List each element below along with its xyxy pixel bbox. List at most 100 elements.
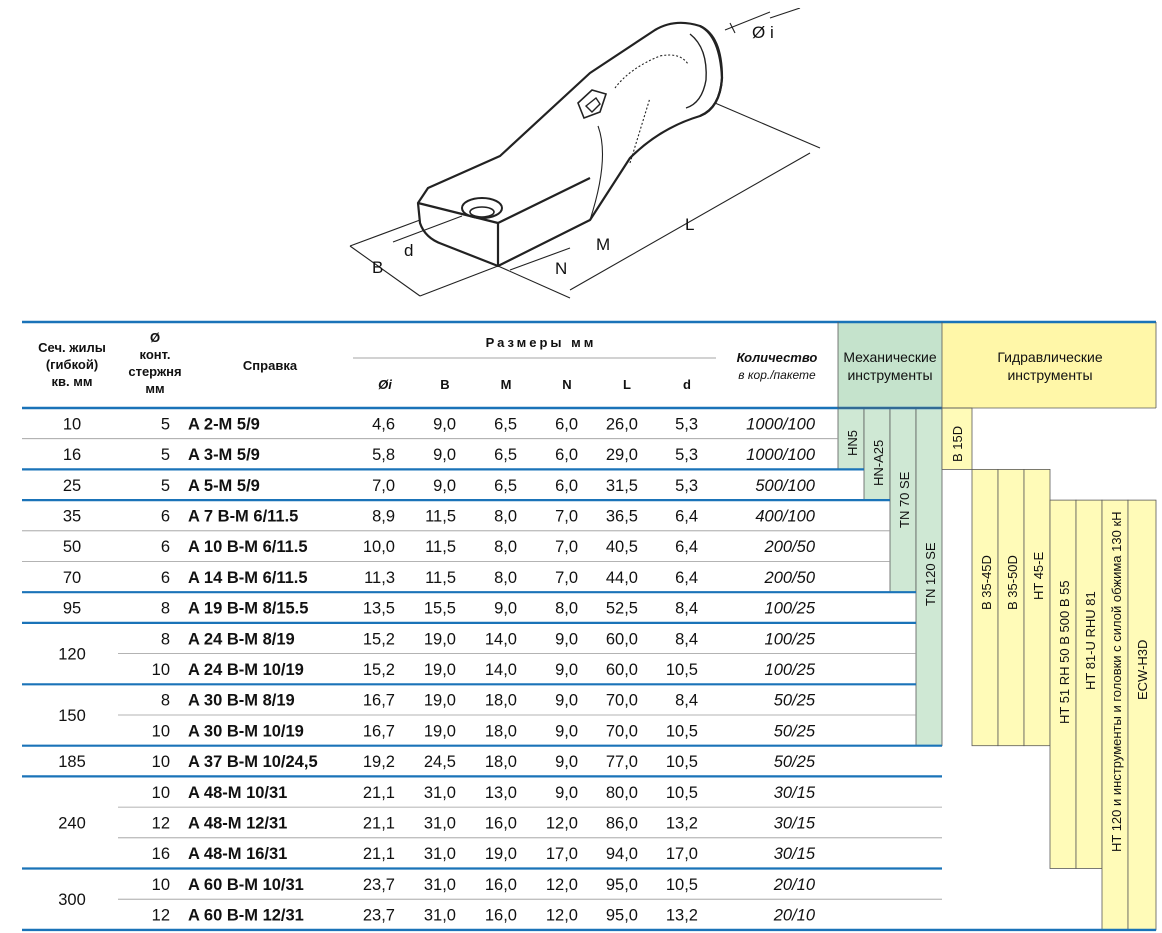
cell-dim-oi: 7,0 — [372, 477, 395, 495]
cell-section: 300 — [58, 891, 86, 909]
header-reference: Справка — [243, 358, 298, 373]
cell-dim-n: 17,0 — [546, 845, 578, 863]
cell-dim-m: 13,0 — [485, 784, 517, 802]
cell-dim-dd: 5,3 — [675, 446, 698, 464]
cell-dim-dd: 10,5 — [666, 661, 698, 679]
cell-dim-dd: 10,5 — [666, 784, 698, 802]
cell-dim-m: 14,0 — [485, 661, 517, 679]
cell-dim-b: 11,5 — [425, 507, 456, 525]
header-diam-line1: Ø — [150, 330, 160, 345]
header-qty-line1: Количество — [737, 350, 818, 365]
cell-reference: A 30 B-M 8/19 — [188, 692, 295, 710]
cell-reference: A 37 B-M 10/24,5 — [188, 753, 318, 771]
mech-tool-bar — [915, 407, 943, 747]
cell-dim-b: 11,5 — [425, 569, 456, 587]
cell-dim-l: 80,0 — [606, 784, 638, 802]
cell-dim-b: 11,5 — [425, 538, 456, 556]
cell-dim-oi: 21,1 — [363, 784, 395, 802]
cell-dim-l: 40,5 — [606, 538, 638, 556]
cell-diameter: 8 — [161, 692, 170, 710]
cell-quantity: 30/15 — [774, 784, 816, 802]
cell-diameter: 12 — [152, 907, 170, 925]
cell-dim-m: 8,0 — [494, 569, 517, 587]
cell-dim-dd: 13,2 — [666, 814, 698, 832]
cell-quantity: 400/100 — [755, 507, 815, 525]
cell-dim-dd: 10,5 — [666, 876, 698, 894]
hydr-tool-ht120: HT 120 и инструменты и головки с силой о… — [1109, 511, 1124, 852]
header-hydr-line1: Гидравлические — [997, 349, 1102, 365]
cell-dim-oi: 16,7 — [363, 692, 395, 710]
cell-dim-n: 9,0 — [555, 753, 578, 771]
cell-quantity: 50/25 — [774, 722, 816, 740]
cell-dim-b: 9,0 — [433, 446, 456, 464]
mech-tool-bar — [863, 407, 891, 501]
cell-dim-dd: 5,3 — [675, 415, 698, 433]
cell-dim-b: 31,0 — [424, 876, 456, 894]
cell-quantity: 1000/100 — [746, 446, 816, 464]
cell-dim-dd: 13,2 — [666, 907, 698, 925]
cell-quantity: 500/100 — [755, 477, 815, 495]
hydr-tool-b3545d: B 35-45D — [979, 555, 994, 610]
cell-dim-l: 60,0 — [606, 661, 638, 679]
dim-label-d: d — [404, 241, 413, 260]
tool-column-backgrounds — [837, 322, 1157, 931]
cell-section: 120 — [58, 646, 86, 664]
header-mech-line1: Механические — [843, 349, 937, 365]
cell-dim-oi: 15,2 — [363, 630, 395, 648]
cell-dim-b: 19,0 — [424, 692, 456, 710]
cell-quantity: 200/50 — [764, 569, 816, 587]
cell-dim-b: 19,0 — [424, 661, 456, 679]
hydr-tool-bar — [1049, 499, 1077, 869]
cell-dim-l: 86,0 — [606, 814, 638, 832]
mech-header-bg — [838, 322, 942, 408]
cell-dim-l: 36,5 — [606, 507, 638, 525]
cell-reference: A 48-M 12/31 — [188, 814, 287, 832]
cell-section: 95 — [63, 600, 81, 618]
cell-quantity: 30/15 — [774, 845, 816, 863]
table-header: Сеч. жилы (гибкой) кв. мм Ø конт. стержн… — [38, 330, 1103, 396]
header-section-line1: Сеч. жилы — [38, 340, 106, 355]
cell-dim-b: 24,5 — [424, 753, 456, 771]
cell-dim-m: 9,0 — [494, 600, 517, 618]
cell-reference: A 7 B-M 6/11.5 — [188, 507, 298, 525]
cell-reference: A 3-M 5/9 — [188, 446, 260, 464]
cable-lug-drawing: Ø i L M N B d — [349, 8, 821, 299]
cell-dim-l: 95,0 — [606, 876, 638, 894]
cell-reference: A 48-M 16/31 — [188, 845, 287, 863]
cell-dim-oi: 21,1 — [363, 814, 395, 832]
header-diam-line3: стержня — [128, 364, 181, 379]
header-section-line3: кв. мм — [52, 374, 93, 389]
cell-dim-n: 7,0 — [555, 569, 578, 587]
cell-section: 150 — [58, 707, 86, 725]
cell-diameter: 5 — [161, 477, 170, 495]
cell-section: 35 — [63, 507, 81, 525]
cell-quantity: 50/25 — [774, 692, 816, 710]
cell-dim-m: 6,5 — [494, 477, 517, 495]
cell-dim-oi: 21,1 — [363, 845, 395, 863]
header-dim-d: d — [683, 377, 691, 392]
hydr-tool-bar — [1023, 468, 1051, 747]
cell-dim-l: 52,5 — [606, 600, 638, 618]
cell-reference: A 60 B-M 10/31 — [188, 876, 304, 894]
cell-dim-l: 94,0 — [606, 845, 638, 863]
hydr-tool-bar — [997, 468, 1025, 747]
cell-dim-n: 9,0 — [555, 722, 578, 740]
hydr-tool-bar — [1127, 499, 1157, 931]
header-hydr-line2: инструменты — [1007, 367, 1092, 383]
header-diam-line2: конт. — [140, 347, 171, 362]
cell-quantity: 20/10 — [773, 876, 816, 894]
dim-label-L: L — [685, 215, 694, 234]
cell-reference: A 10 B-M 6/11.5 — [188, 538, 308, 556]
